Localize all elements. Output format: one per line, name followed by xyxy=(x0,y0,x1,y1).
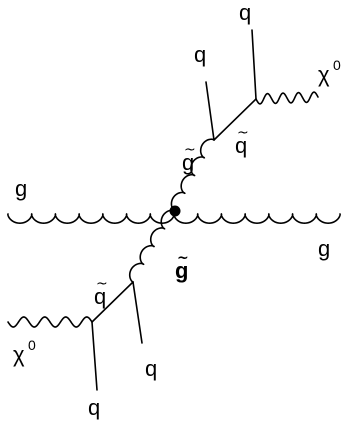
neutralino-line-lower xyxy=(7,316,93,328)
vertex-dot xyxy=(169,205,181,217)
label-quark-bottom: q xyxy=(88,395,100,420)
tilde-gluino-upper: ~ xyxy=(184,142,196,158)
lower-squark-line xyxy=(91,281,134,323)
tilde-squark-lower: ~ xyxy=(96,276,108,292)
lower-quark-mid-line xyxy=(132,281,143,344)
label-chi-upper: χ xyxy=(318,62,330,87)
lower-quark-bottom-line xyxy=(91,321,98,391)
gluino-line-upper xyxy=(170,138,215,212)
upper-quark-right-line xyxy=(251,29,257,100)
tilde-squark-upper: ~ xyxy=(237,125,249,141)
label-quark-top-right: q xyxy=(239,0,251,25)
label-chi-upper-sup: 0 xyxy=(333,57,341,73)
neutralino-line-upper xyxy=(255,91,319,105)
label-chi-lower: χ xyxy=(13,342,25,367)
label-gluon-right: g xyxy=(318,236,330,261)
gluino-line-lower xyxy=(128,209,176,283)
label-quark-bottom-mid: q xyxy=(145,356,157,381)
label-gluino-lower: g xyxy=(175,258,188,283)
label-chi-lower-sup: 0 xyxy=(28,337,36,353)
label-squark-upper: q xyxy=(235,133,247,158)
tilde-gluino-lower: ~ xyxy=(177,250,189,266)
label-gluino-upper: g xyxy=(182,150,194,175)
upper-squark-line xyxy=(213,98,257,141)
upper-quark-left-line xyxy=(205,81,215,141)
label-gluon-left: g xyxy=(15,176,27,201)
label-squark-lower: q xyxy=(94,284,106,309)
label-quark-top-left: q xyxy=(194,42,206,67)
